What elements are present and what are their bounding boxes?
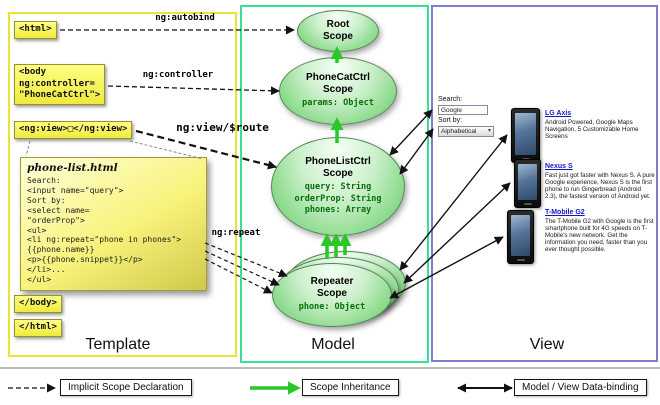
phone-screen [511, 215, 530, 256]
phone-key [516, 259, 525, 261]
phone-list-snippet-note: phone-list.html Search: <input name="que… [20, 157, 207, 291]
legend-scope-inheritance: Scope Inheritance [302, 379, 399, 396]
phone-screen [518, 164, 537, 200]
html-open-tag: <html> [14, 21, 57, 39]
phone-description-2: Fast just got faster with Nexus S. A pur… [545, 172, 655, 201]
chevron-down-icon: ▾ [487, 128, 491, 134]
search-label: Search: [438, 96, 463, 103]
search-input[interactable] [438, 105, 488, 115]
root-scope-ellipse: Root Scope [297, 10, 379, 52]
phone-link-3[interactable]: T-Mobile G2 [545, 209, 585, 216]
ng-autobind-label: ng:autobind [155, 13, 215, 23]
snippet-code: Search: <input name="query"> Sort by: <s… [27, 176, 182, 285]
phone-link-2[interactable]: Nexus S [545, 163, 573, 170]
phonecatctrl-scope-props: params: Object [302, 98, 374, 109]
html-close-tag: </html> [14, 319, 62, 337]
phonelistctrl-scope-ellipse: PhoneListCtrl Scope query: String orderP… [271, 137, 405, 236]
ng-repeat-label: ng:repeat [211, 228, 261, 238]
phone-description-3: The T-Mobile G2 with Google is the first… [545, 218, 654, 254]
root-scope-title: Root Scope [322, 19, 353, 42]
phone-link-1[interactable]: LG Axis [545, 110, 572, 117]
phone-thumbnail-1[interactable] [511, 108, 540, 163]
sort-select-value: Alphabetical [441, 128, 477, 135]
phone-key [523, 203, 532, 205]
ng-view-route-label: ng:view/$route [176, 121, 269, 134]
legend-model-view-databinding: Model / View Data-binding [514, 379, 647, 396]
phone-thumbnail-2[interactable] [514, 159, 541, 208]
repeater-scope-ellipse-front: Repeater Scope phone: Object [272, 263, 392, 327]
body-close-tag: </body> [14, 295, 62, 313]
ng-view-tag: <ng:view>□</ng:view> [14, 121, 133, 139]
phonelistctrl-scope-title: PhoneListCtrl Scope [305, 156, 371, 180]
phonecatctrl-scope-title: PhoneCatCtrl Scope [306, 72, 370, 96]
sort-label: Sort by: [438, 117, 463, 124]
ng-controller-label: ng:controller [142, 70, 214, 80]
sort-select[interactable]: Alphabetical ▾ [438, 126, 494, 137]
phone-thumbnail-3[interactable] [507, 210, 534, 264]
body-open-tag: <body ng:controller= "PhoneCatCtrl"> [14, 64, 106, 106]
view-column-label: View [529, 336, 565, 353]
repeater-scope-title: Repeater Scope [310, 276, 354, 300]
phonecatctrl-scope-ellipse: PhoneCatCtrl Scope params: Object [279, 57, 397, 125]
template-column-label: Template [85, 336, 151, 353]
snippet-title: phone-list.html [27, 162, 118, 174]
legend-implicit-scope-declaration: Implicit Scope Declaration [60, 379, 192, 396]
model-column-label: Model [311, 336, 355, 353]
phone-screen [515, 113, 536, 155]
phonelistctrl-scope-props: query: String orderProp: String phones: … [294, 182, 382, 216]
phone-description-1: Android Powered, Google Maps Navigation,… [545, 119, 639, 141]
repeater-scope-props: phone: Object [298, 302, 366, 313]
